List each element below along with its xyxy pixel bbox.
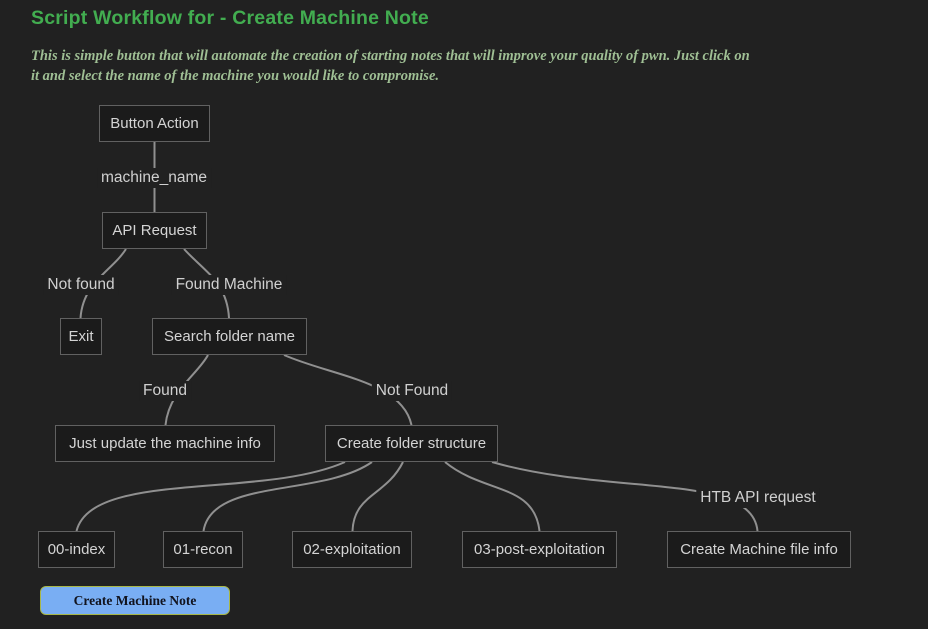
node-create-machine-file-info: Create Machine file info	[667, 531, 851, 568]
edge-label-htb-api-request: HTB API request	[696, 488, 820, 508]
node-api-request: API Request	[102, 212, 207, 249]
edge-search-folder-name-to-create-folder-structure	[283, 354, 413, 426]
edge-create-folder-structure-to-01-recon	[202, 461, 373, 532]
edge-create-folder-structure-to-00-index	[75, 461, 346, 532]
node-01-recon: 01-recon	[163, 531, 243, 568]
node-search-folder-name: Search folder name	[152, 318, 307, 355]
edge-label-found-machine: Found Machine	[171, 275, 287, 295]
create-machine-note-button[interactable]: Create Machine Note	[40, 586, 230, 615]
edge-create-folder-structure-to-create-machine-file-info	[491, 461, 759, 532]
node-create-folder-structure: Create folder structure	[325, 425, 498, 462]
edge-create-folder-structure-to-02-exploitation	[351, 461, 404, 532]
edge-create-folder-structure-to-03-post-exploitation	[444, 461, 541, 532]
description-text: This is simple button that will automate…	[31, 48, 750, 84]
node-exit: Exit	[60, 318, 102, 355]
edge-label-not-found: Not Found	[371, 381, 453, 401]
node-03-post-exploitation: 03-post-exploitation	[462, 531, 617, 568]
edge-label-machine-name: machine_name	[97, 168, 211, 188]
page-title: Script Workflow for - Create Machine Not…	[31, 7, 429, 29]
node-just-update-machine-info: Just update the machine info	[55, 425, 275, 462]
edge-label-not-found: Not found	[43, 275, 119, 295]
node-button-action: Button Action	[99, 105, 210, 142]
node-02-exploitation: 02-exploitation	[292, 531, 412, 568]
node-00-index: 00-index	[38, 531, 115, 568]
edge-label-found: Found	[139, 381, 191, 401]
